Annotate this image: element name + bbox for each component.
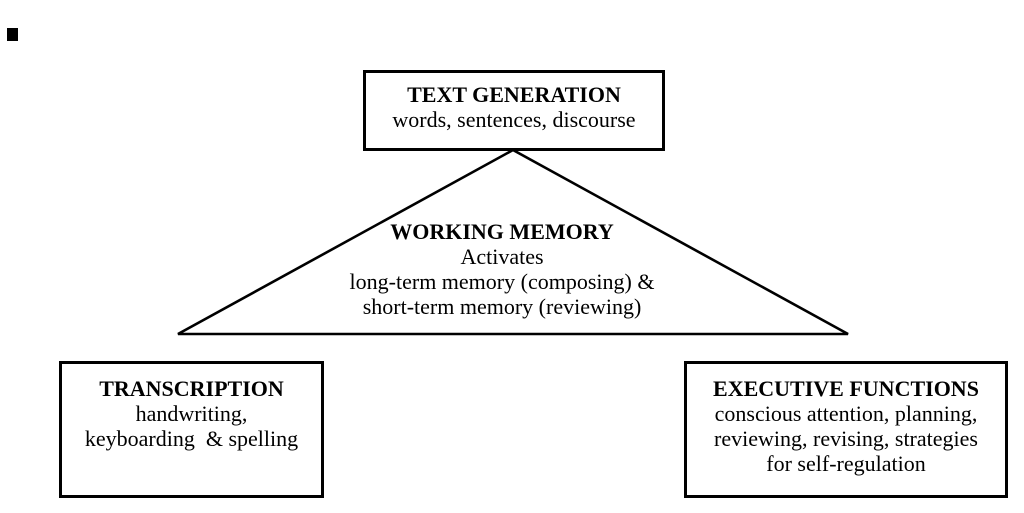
transcription-line: handwriting,: [135, 401, 248, 426]
executive-functions-line: reviewing, revising, strategies: [714, 426, 978, 451]
transcription-box: TRANSCRIPTION handwriting, keyboarding &…: [59, 361, 324, 498]
text-generation-line: words, sentences, discourse: [392, 107, 636, 132]
executive-functions-box: EXECUTIVE FUNCTIONS conscious attention,…: [684, 361, 1008, 498]
executive-functions-title: EXECUTIVE FUNCTIONS: [713, 376, 979, 401]
working-memory-line: Activates: [460, 244, 544, 269]
text-generation-box: TEXT GENERATION words, sentences, discou…: [363, 70, 665, 151]
working-memory-line: short-term memory (reviewing): [362, 294, 642, 319]
working-memory-line: long-term memory (composing) &: [349, 269, 655, 294]
transcription-line: keyboarding & spelling: [84, 426, 299, 451]
executive-functions-line: for self-regulation: [766, 451, 926, 476]
executive-functions-line: conscious attention, planning,: [714, 401, 978, 426]
working-memory-label: WORKING MEMORY Activates long-term memor…: [302, 219, 702, 319]
text-generation-title: TEXT GENERATION: [407, 82, 621, 107]
working-memory-title: WORKING MEMORY: [390, 219, 614, 244]
transcription-title: TRANSCRIPTION: [99, 376, 284, 401]
corner-mark: [7, 28, 18, 41]
